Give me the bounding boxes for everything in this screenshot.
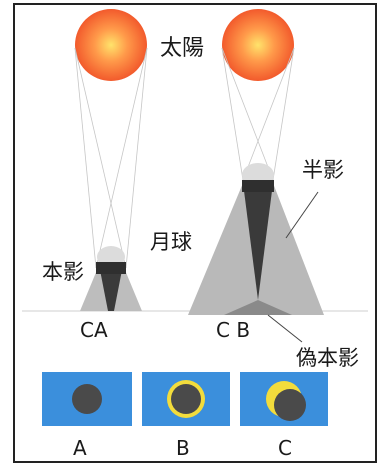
umbra-label: 本影 [42, 260, 84, 284]
sun-left [75, 9, 147, 81]
panel-b-label: B [176, 436, 190, 460]
point-label-right: C B [216, 318, 251, 342]
antumbra-label: 偽本影 [296, 346, 359, 370]
moon-disc-partial [274, 389, 306, 421]
panel-c-label: C [278, 436, 292, 460]
sun-right [222, 9, 294, 81]
penumbra-label: 半影 [302, 158, 344, 182]
panel-a [42, 372, 132, 426]
panel-c [240, 372, 328, 426]
panel-b [142, 372, 230, 426]
moon-label: 月球 [150, 230, 192, 254]
umbra-left [100, 270, 122, 311]
light-rays-right [221, 47, 295, 181]
light-rays-left [74, 47, 148, 269]
antumbra-right [224, 300, 292, 315]
moon-shadow-left [96, 262, 126, 274]
moon-disc-annular [171, 384, 201, 414]
sun-label: 太陽 [160, 36, 205, 61]
umbra-right [243, 183, 273, 300]
moon-shadow-right [242, 180, 274, 192]
penumbra-leader [285, 191, 319, 239]
frame [13, 3, 377, 463]
antumbra-leader [267, 314, 303, 343]
moon-disc-total [72, 384, 102, 414]
panel-a-label: A [73, 436, 87, 460]
point-label-left: CA [80, 318, 108, 342]
